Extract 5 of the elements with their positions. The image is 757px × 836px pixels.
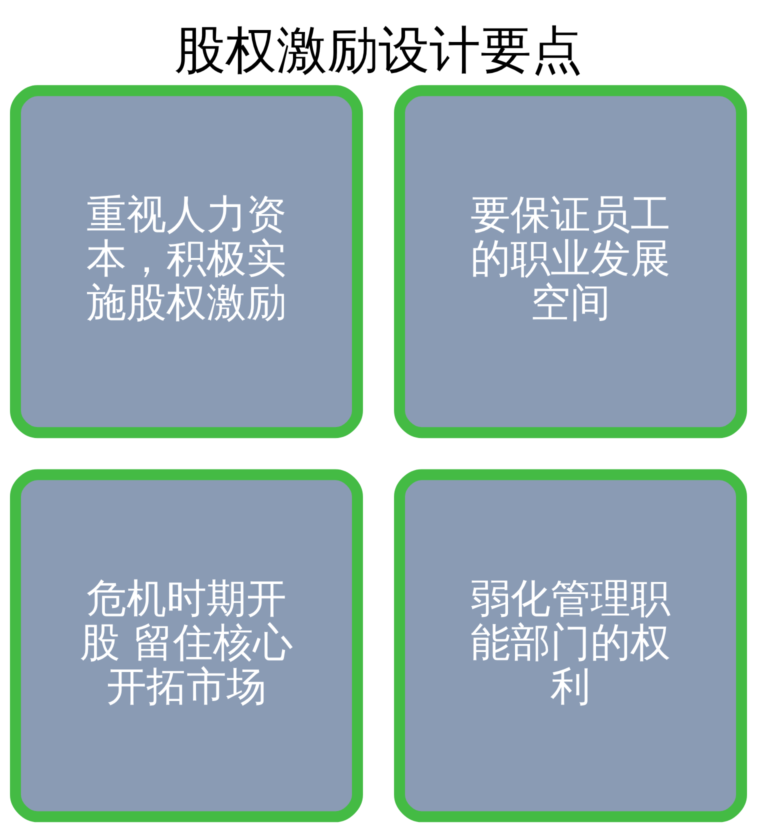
node-box: 弱化管理职能部门的权利	[394, 469, 748, 822]
node-box: 要保证员工的职业发展空间	[394, 85, 748, 438]
diagram-title: 股权激励设计要点	[174, 20, 582, 81]
node-box: 危机时期开股 留住核心开拓市场	[10, 469, 363, 822]
node-box: 重视人力资本，积极实施股权激励	[10, 85, 363, 438]
